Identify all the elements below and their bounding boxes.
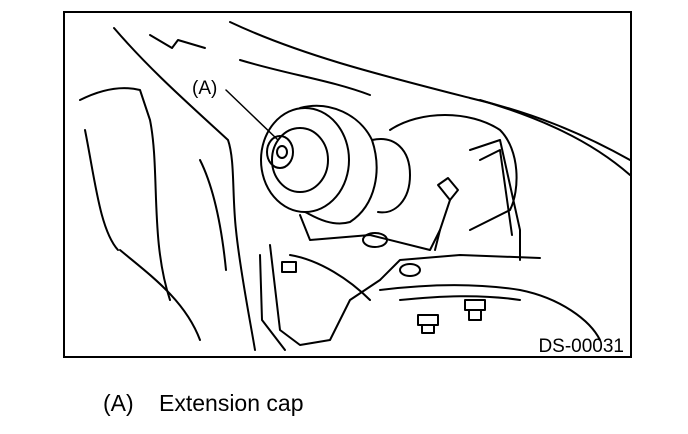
extension-cap-center xyxy=(276,145,288,159)
drawing-lines xyxy=(79,21,631,351)
bracket-lower xyxy=(259,254,286,351)
body-panel-notch xyxy=(149,34,206,49)
bracket-upper xyxy=(299,214,441,251)
lower-plate xyxy=(379,284,601,341)
side-rail xyxy=(469,139,521,261)
extension-housing-rear xyxy=(371,138,411,214)
figure-code: DS-00031 xyxy=(538,336,624,357)
mount-bolt-head xyxy=(437,177,459,201)
body-panel-outline xyxy=(113,27,256,351)
legend-key: (A) xyxy=(103,390,134,416)
transmission-case xyxy=(389,114,518,231)
lower-plate-edge xyxy=(399,295,521,301)
callout-label: (A) xyxy=(192,78,217,99)
body-panel-edge xyxy=(84,129,119,251)
body-panel-inner-line xyxy=(79,87,171,301)
legend: (A) Extension cap xyxy=(103,390,303,417)
upper-contour-3 xyxy=(479,99,631,176)
bolt-left xyxy=(417,314,439,334)
small-bolt xyxy=(281,261,297,273)
extension-housing-body xyxy=(299,104,378,225)
extension-cap xyxy=(266,135,294,169)
body-panel-contour xyxy=(199,159,227,271)
upper-contour-1 xyxy=(229,21,631,161)
callout-leader xyxy=(225,89,279,141)
mount-bolt-link xyxy=(434,199,451,251)
body-panel-lower xyxy=(119,249,201,341)
bracket-hole-2 xyxy=(399,263,421,277)
extension-housing-inner xyxy=(271,127,329,193)
bracket-hole xyxy=(362,232,388,248)
figure-frame xyxy=(63,11,632,358)
extension-housing-face xyxy=(260,107,350,213)
legend-description: Extension cap xyxy=(159,390,304,416)
side-rail-inner xyxy=(479,149,513,236)
bolt-right xyxy=(464,299,486,321)
upper-contour-2 xyxy=(239,59,371,96)
bracket-body xyxy=(269,244,541,346)
bracket-rib xyxy=(289,254,371,301)
